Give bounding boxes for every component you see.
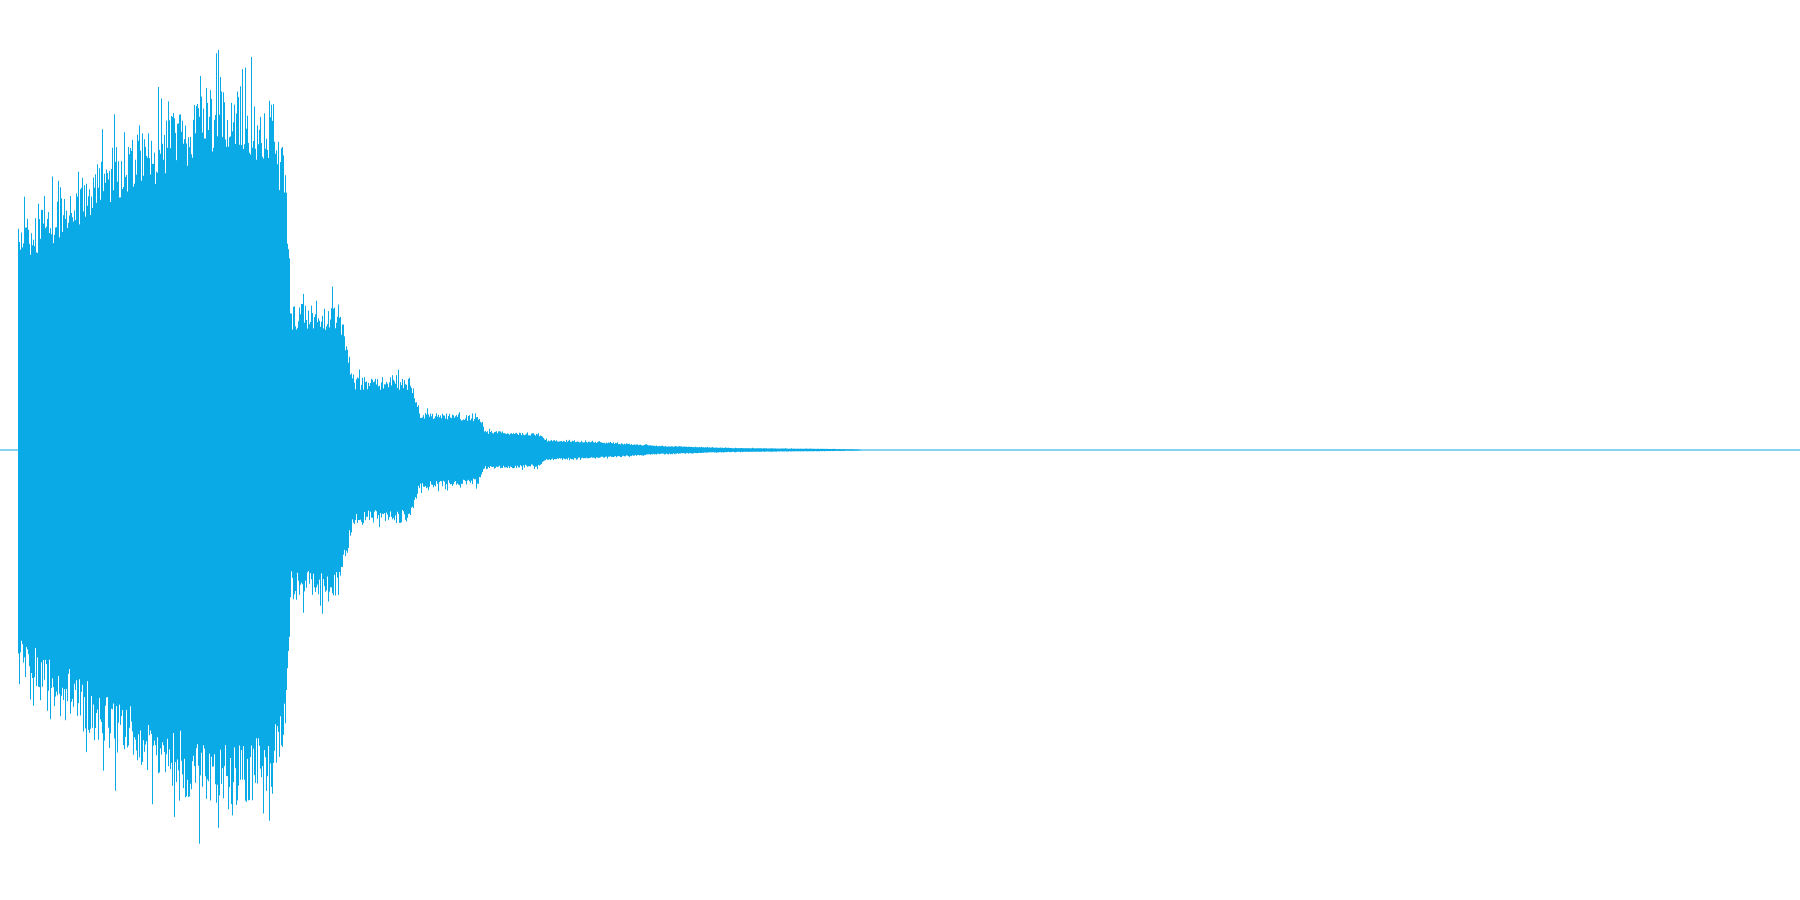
audio-waveform[interactable] bbox=[0, 0, 1800, 900]
waveform-view[interactable] bbox=[0, 0, 1800, 900]
